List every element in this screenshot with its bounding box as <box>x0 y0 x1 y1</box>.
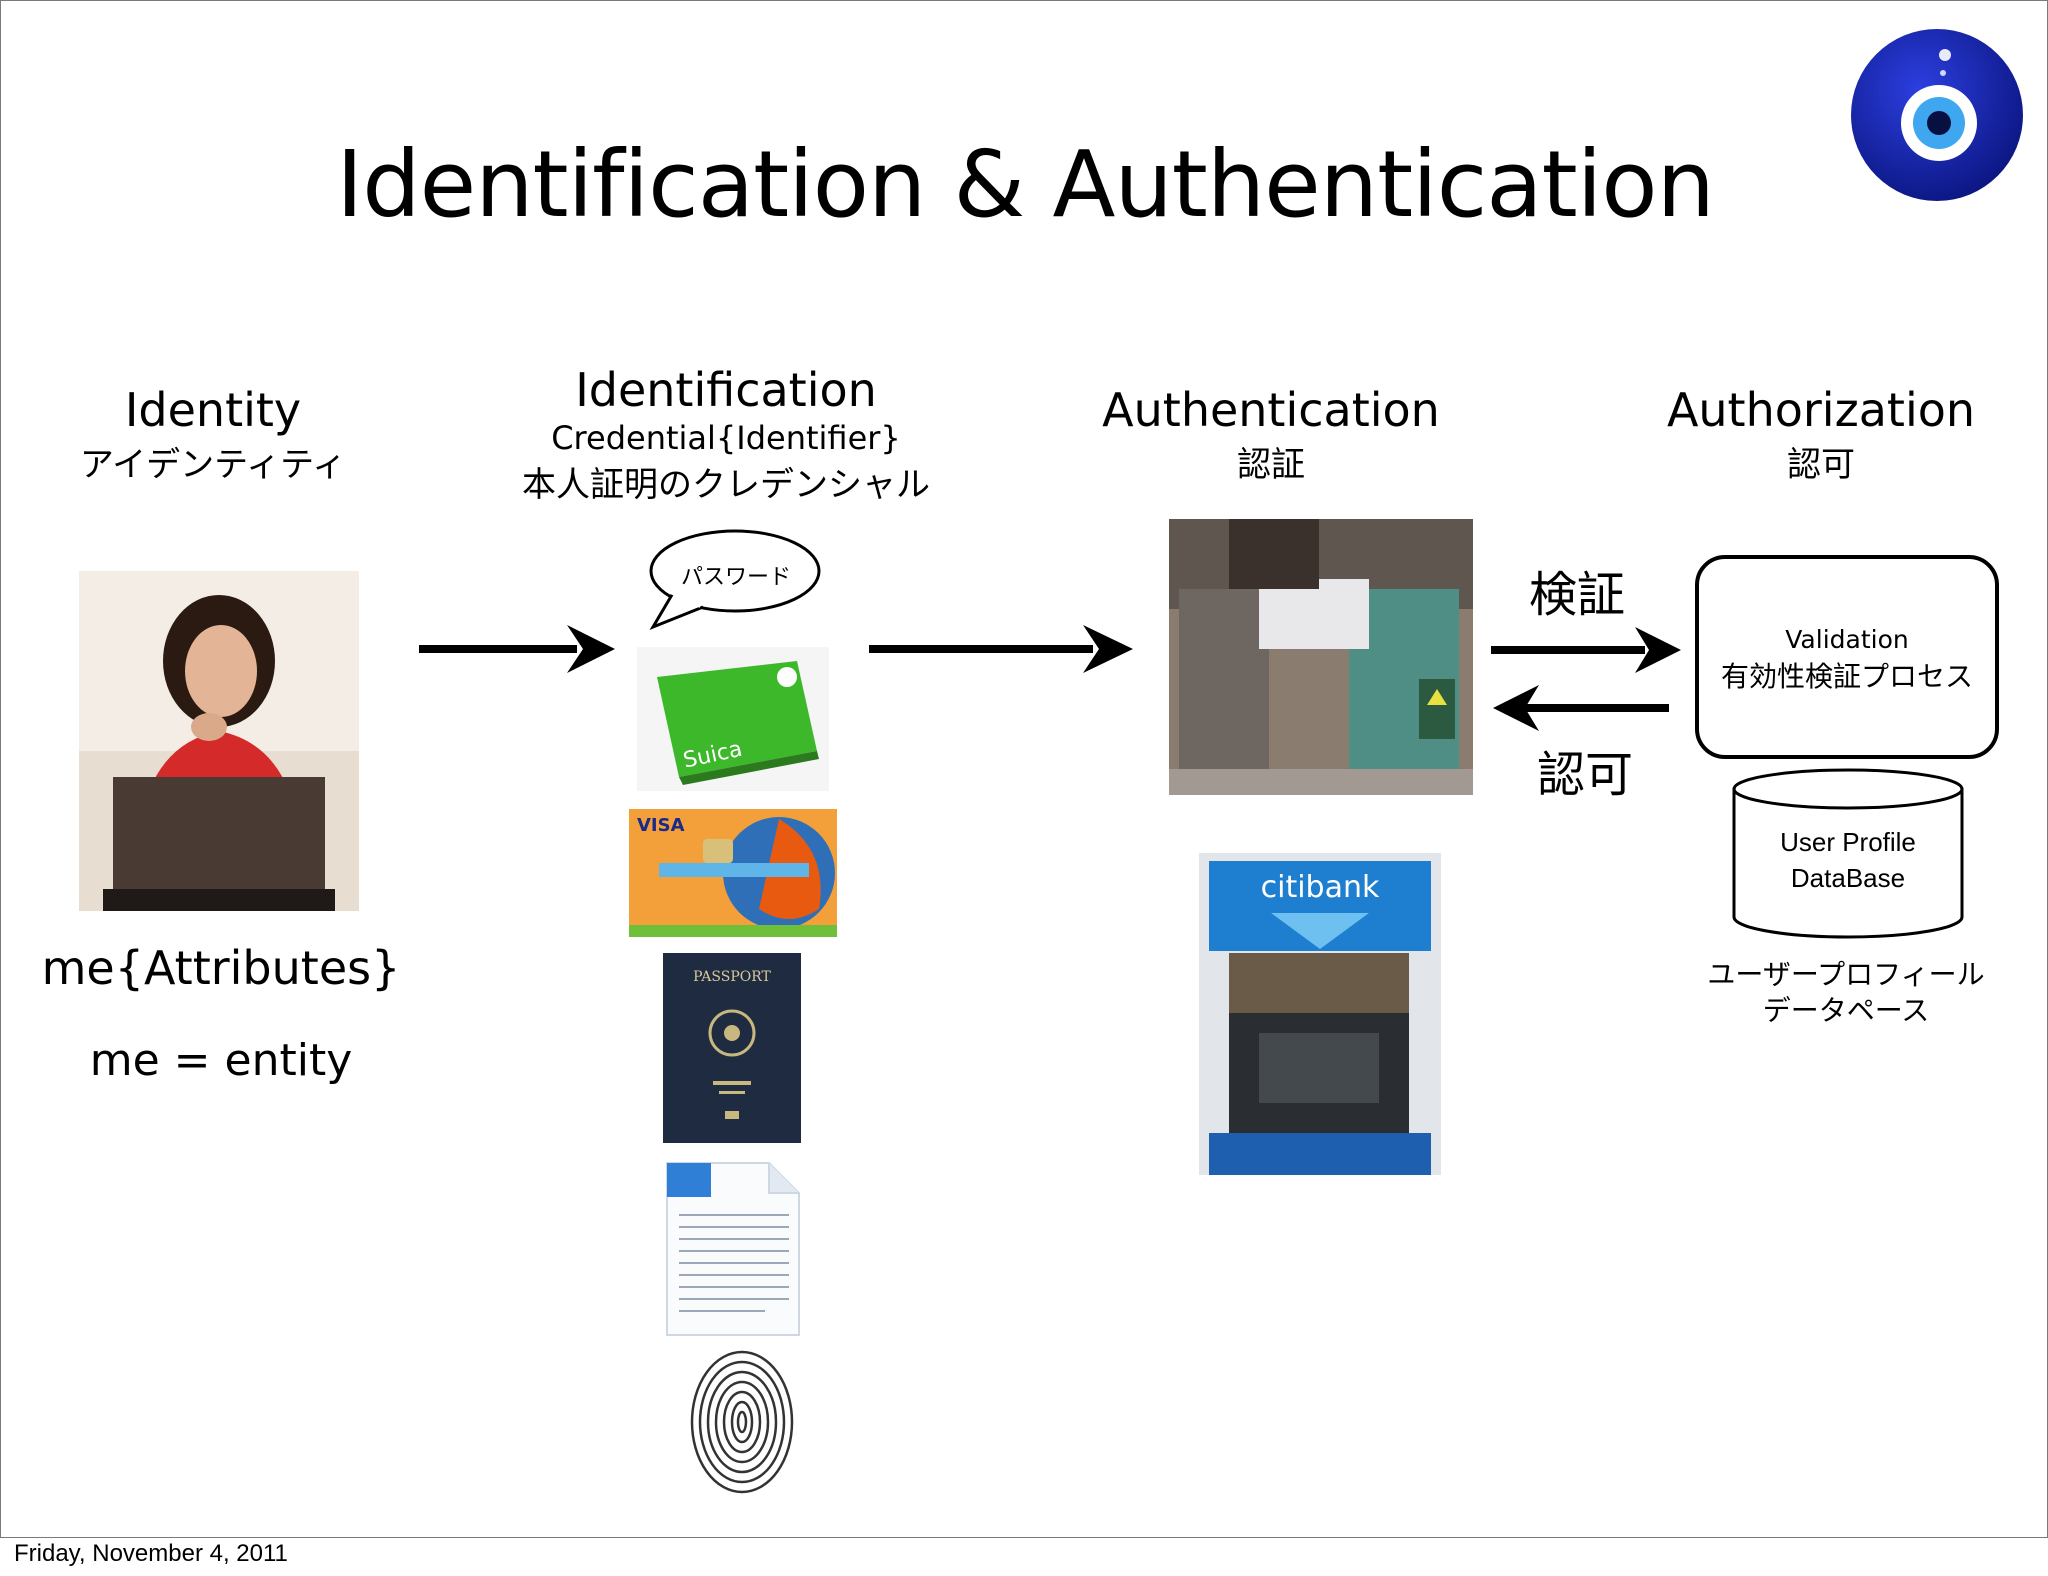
database-caption-line2: データペース <box>1762 994 1930 1027</box>
arrow-right-icon <box>1491 627 1681 673</box>
passport-text: PASSPORT <box>693 969 771 985</box>
identity-heading: Identity <box>124 383 302 437</box>
identity-subtitle: アイデンティティ <box>79 445 347 485</box>
database-icon <box>1732 768 1964 939</box>
entity-equation: me = entity <box>89 1035 353 1086</box>
authentication-heading: Authentication <box>1102 383 1440 437</box>
citibank-atm-photo: citibank <box>1199 853 1441 1175</box>
identification-subtitle: 本人証明のクレデンシャル <box>522 465 930 505</box>
authentication-subtitle: 認証 <box>1237 445 1305 485</box>
database-line2: DataBase <box>1790 863 1906 893</box>
identification-heading: Identification <box>575 363 877 417</box>
document-photo <box>665 1161 801 1337</box>
validation-box <box>1695 555 1999 759</box>
credential-identifier-label: Credential{Identifier} <box>551 419 901 457</box>
arrow-left-icon <box>1493 685 1669 731</box>
validation-title: Validation <box>1785 625 1909 654</box>
arrow-right-icon <box>419 625 615 673</box>
attributes-label: me{Attributes} <box>41 941 401 995</box>
ticket-gate-photo <box>1169 519 1473 795</box>
footer-date: Friday, November 4, 2011 <box>14 1540 288 1567</box>
visa-text: VISA <box>637 815 685 836</box>
slide-title: Identification & Authentication <box>336 131 1715 238</box>
woman-laptop-photo <box>79 571 359 911</box>
authorize-label: 認可 <box>1537 747 1634 803</box>
database-line1: User Profile <box>1780 827 1916 857</box>
fingerprint-icon <box>690 1350 794 1494</box>
citibank-text: citibank <box>1261 870 1380 905</box>
suica-card-photo: Suica <box>637 647 829 791</box>
database-caption-line1: ユーザープロフィール <box>1707 958 1985 991</box>
passport-photo: PASSPORT <box>663 953 801 1143</box>
evil-eye-icon <box>1851 29 2023 201</box>
authorization-heading: Authorization <box>1666 383 1976 437</box>
visa-card-photo: VISA <box>629 809 837 937</box>
arrow-right-icon <box>869 625 1133 673</box>
slide: Identification & Authentication Identity… <box>0 0 2048 1538</box>
password-label: パスワード <box>680 565 791 590</box>
validation-subtitle: 有効性検証プロセス <box>1720 660 1973 693</box>
verify-label: 検証 <box>1529 567 1626 623</box>
speech-bubble-icon <box>649 529 821 631</box>
authorization-subtitle: 認可 <box>1787 445 1855 485</box>
